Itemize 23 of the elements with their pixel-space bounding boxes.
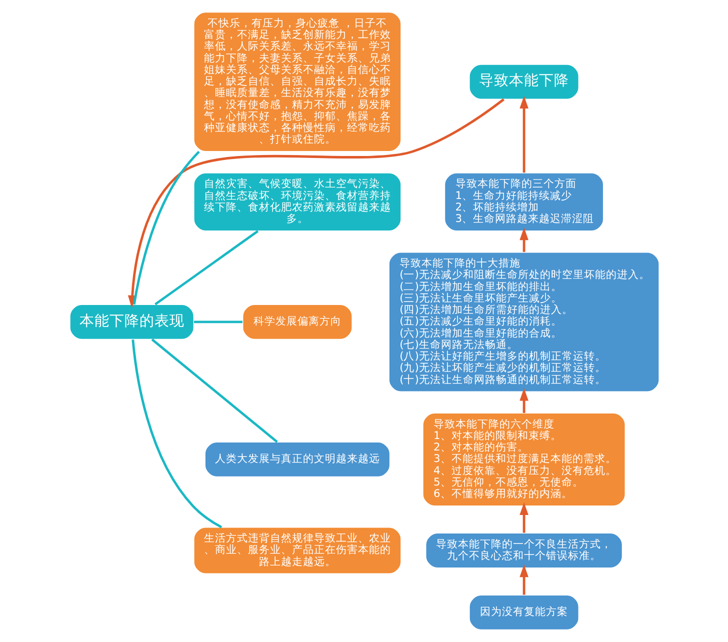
connector [193,320,242,324]
connector [131,340,222,528]
node-box: 导致本能下降的一个不良生活方式，九个不良心态和十个错误标准。 [424,532,622,568]
node-box: 不快乐，有压力，身心疲惫 ，日子不富贵，不满足，缺乏创新能力，工作效率低，人际关系差、永远不幸福，学习能力下降，夫妻关系、子女关系、兄弟姐妹关系、父母关系不融洽，自信心不足，缺乏自信、自强、自成长力、失眠、睡眠质量差，生活没有乐趣，没有梦想，没有使命感，精力不充沛，易发脾气，心情不好，抱怨、抑郁、焦躁，各种亚健康状态，各种慢性病，经常吃药、打针或住院。 [192,12,402,152]
node-box: 人类大发展与真正的文明越来越远 [204,442,390,478]
node-box: 科学发展偏离方向 [242,304,352,340]
node-box: 自然灾害、气候变暖、水土空气污染、自然生态破坏、环境污染、食材营养持续下降、食材化肥农药激素残留越来越多。 [192,172,402,232]
node-box: 因为没有复能方案 [468,594,579,630]
node-box: 导致本能下降的三个方面 1、生命力好能持续减少 2、坏能持续增加 3、生命网路越来越迟滞涩阻 [444,172,604,232]
connector [150,338,278,443]
arrow [519,502,528,533]
node-box: 本能下降的表现 [68,304,194,340]
node-box: 导致本能下降的六个维度 1、对本能的限制和束缚。 2、对本能的伤害。 3、不能提供和过度满足本能的需求。 4、过度依靠、没有压力、没有危机。 5、无信仰，不感恩，无使命。 6、不懂得够用就好的内涵。 [422,412,626,506]
node-box: 生活方式违背自然规律导致工业、农业、商业、服务业、产品正在伤害本能的路上越走越远。 [192,526,402,574]
arrow [519,228,528,252]
arrow [127,98,504,308]
arrow [519,564,528,595]
connector [132,150,200,305]
node-box: 导致本能下降的十大措施 (一)无法减少和阻断生命所处的时空里坏能的进入。 (二)无法增加生命里坏能的排出。 (三)无法让生命里坏能产生减少。 (四)无法增加生命所需好能的进入。 (五)无法减少生命里好能的消耗。 (六)无法增加生命里好能的合成。 (七)生命网路无法畅通。 (八)无法让好能产生增多的机制正常运转。 (九)无法让坏能产生减少的机制正常运转。 (十)无法让生命网路畅通的机制正常运转。 [388,252,660,392]
node-box: 导致本能下降 [468,64,579,100]
connector [154,230,258,306]
arrow [519,388,528,413]
arrow [519,96,528,173]
